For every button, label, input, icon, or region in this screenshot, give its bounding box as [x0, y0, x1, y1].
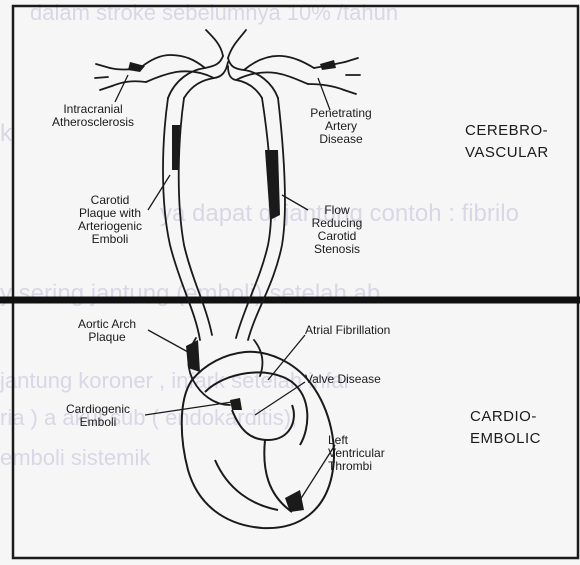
- label-left-ventricular-thrombi: Left Ventricular Thrombi: [328, 434, 408, 473]
- label-valve-disease: Valve Disease: [305, 373, 415, 386]
- label-penetrating-artery-disease: Penetrating Artery Disease: [300, 107, 382, 146]
- section-label-cerebrovascular: CEREBRO- VASCULAR: [465, 120, 549, 164]
- label-aortic-arch-plaque: Aortic Arch Plaque: [58, 318, 156, 344]
- figure-frame: [13, 6, 578, 558]
- label-cardiogenic-emboli: Cardiogenic Emboli: [48, 403, 148, 429]
- label-atrial-fibrillation: Atrial Fibrillation: [305, 324, 425, 337]
- section-label-cardioembolic: CARDIO- EMBOLIC: [470, 406, 541, 450]
- label-flow-reducing-carotid-stenosis: Flow Reducing Carotid Stenosis: [300, 204, 374, 256]
- label-carotid-plaque: Carotid Plaque with Arteriogenic Emboli: [60, 194, 160, 246]
- label-intracranial-atherosclerosis: Intracranial Atherosclerosis: [33, 103, 153, 129]
